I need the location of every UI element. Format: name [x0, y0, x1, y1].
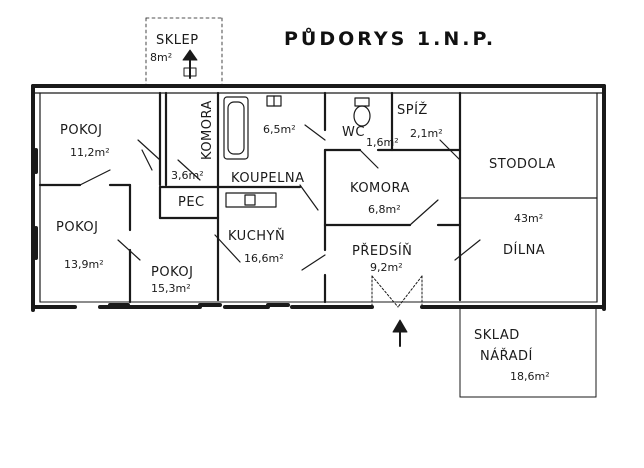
- interior-walls: [38, 91, 598, 304]
- sklad-outline: [459, 306, 597, 398]
- room-kuchyn-name: KUCHYŇ: [228, 229, 286, 244]
- room-pokoj3-area: 15,3m²: [151, 282, 191, 295]
- room-spiz-area: 2,1m²: [410, 127, 443, 140]
- plan-title: PŮDORYS 1.N.P.: [284, 28, 497, 50]
- room-komora1-area: 3,6m²: [171, 169, 204, 182]
- room-koupelna-area: 6,5m²: [263, 123, 296, 136]
- room-sklep-name: SKLEP: [156, 33, 199, 48]
- sink: [266, 95, 282, 107]
- outer-walls: [31, 84, 606, 312]
- room-predsin-area: 9,2m²: [370, 261, 403, 274]
- toilet: [353, 97, 371, 127]
- room-spiz-name: SPÍŽ: [397, 103, 428, 118]
- room-kuchyn-area: 16,6m²: [244, 252, 284, 265]
- room-pec-name: PEC: [178, 195, 205, 210]
- room-wc-name: WC: [342, 125, 365, 140]
- room-koupelna-name: KOUPELNA: [231, 171, 305, 186]
- room-komora2-area: 6,8m²: [368, 203, 401, 216]
- door-swings: [79, 124, 481, 271]
- sklep-outline: [145, 17, 223, 87]
- room-pokoj1-name: POKOJ: [60, 123, 103, 138]
- room-pokoj2-name: POKOJ: [56, 220, 99, 235]
- room-predsin-name: PŘEDSÍŇ: [352, 244, 413, 259]
- room-pokoj1-area: 11,2m²: [70, 146, 110, 159]
- room-dilna-name: DÍLNA: [503, 243, 546, 258]
- room-stodola-area: 43m²: [514, 212, 544, 225]
- windows: [34, 148, 290, 307]
- room-stodola-name: STODOLA: [489, 157, 556, 172]
- kitchen-counter: [225, 192, 277, 208]
- room-sklad-name-line1: SKLAD: [474, 328, 520, 343]
- room-pokoj3-name: POKOJ: [151, 265, 194, 280]
- stair-arrow: [182, 49, 198, 79]
- bathtub: [223, 96, 249, 160]
- room-komora2-name: KOMORA: [350, 181, 410, 196]
- room-sklad-area: 18,6m²: [510, 370, 550, 383]
- room-komora1-name: KOMORA: [200, 100, 215, 160]
- room-wc-area: 1,6m²: [366, 136, 399, 149]
- entry-arrow: [392, 319, 408, 347]
- room-pokoj2-area: 13,9m²: [64, 258, 104, 271]
- room-sklep-area: 8m²: [150, 51, 173, 64]
- entrance-doors: [371, 275, 423, 308]
- room-sklad-name-line2: NÁŘADÍ: [480, 349, 533, 364]
